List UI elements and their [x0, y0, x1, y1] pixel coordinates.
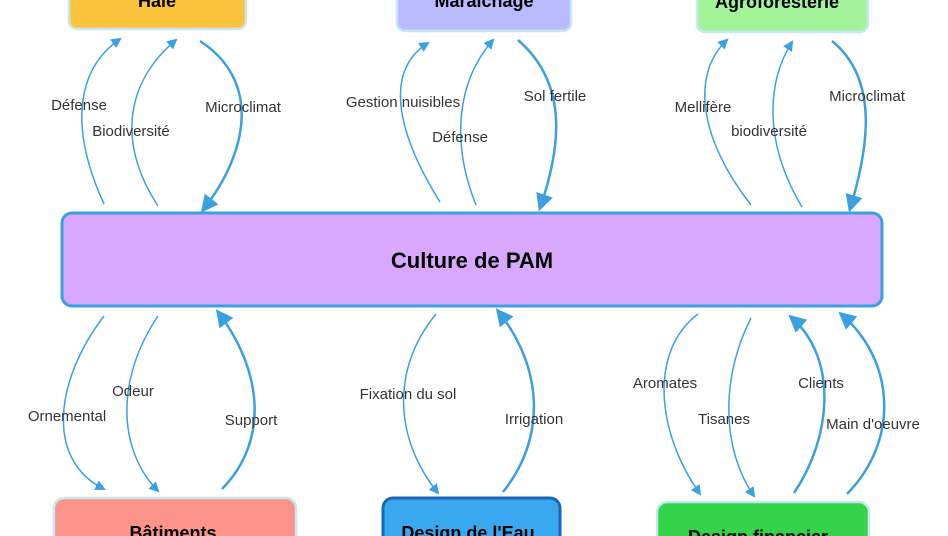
edge-label: Main d'oeuvre — [826, 416, 920, 433]
node-haie[interactable]: Haie — [67, 0, 248, 31]
edge-aromates — [663, 313, 702, 496]
edge-label: Sol fertile — [524, 88, 587, 105]
node-batiments-box — [52, 496, 298, 536]
edge-fixation-sol — [402, 313, 440, 495]
nodes: Haie Maraîchage Agroforesterie Culture d… — [52, 0, 884, 536]
edge-irrigation — [495, 308, 536, 493]
edge-ornemental — [62, 315, 106, 490]
node-label: Design de l'Eau — [401, 523, 534, 536]
edge-main-oeuvre — [838, 311, 886, 495]
edge-biodiversite-agro — [772, 40, 803, 208]
node-financier-box — [655, 500, 871, 536]
edge-label: Biodiversité — [92, 123, 170, 140]
edge-microclimat-haie — [199, 39, 243, 213]
node-financier[interactable]: Design financier — [655, 500, 871, 536]
edge-sol-fertile — [517, 39, 558, 212]
node-label: Haie — [138, 0, 176, 11]
node-maraichage[interactable]: Maraîchage — [395, 0, 573, 33]
edge-label: Irrigation — [505, 411, 563, 428]
edge-label: Défense — [432, 129, 488, 146]
edge-label: Clients — [798, 375, 844, 392]
node-eau-box — [381, 496, 562, 536]
edge-label: Microclimat — [829, 88, 906, 105]
edge-odeur — [126, 315, 160, 493]
node-maraichage-box — [395, 0, 573, 33]
edge-label: biodiversité — [731, 123, 807, 140]
edge-mellifere — [704, 38, 752, 206]
edge-tisanes — [728, 317, 756, 498]
edge-gestion-nuisibles — [399, 41, 441, 203]
edge-clients — [788, 314, 826, 494]
node-center-label: Culture de PAM — [391, 248, 553, 273]
node-batiments[interactable]: Bâtiments — [52, 496, 298, 536]
edge-label: Odeur — [112, 383, 154, 400]
edge-support — [215, 309, 256, 490]
edge-label: Support — [225, 412, 278, 429]
edge-label: Tisanes — [698, 411, 750, 428]
node-center[interactable]: Culture de PAM — [60, 211, 884, 308]
node-agroforesterie[interactable]: Agroforesterie — [695, 0, 870, 34]
node-label: Bâtiments — [129, 523, 216, 536]
edges — [62, 37, 886, 498]
edge-label: Défense — [51, 97, 107, 114]
edge-microclimat-agro — [831, 40, 867, 213]
edge-label: Ornemental — [28, 408, 106, 425]
edge-labels: Défense Biodiversité Microclimat Gestion… — [28, 88, 920, 433]
edge-label: Microclimat — [205, 99, 282, 116]
node-agroforesterie-box — [695, 0, 870, 34]
edge-label: Fixation du sol — [360, 386, 457, 403]
edge-biodiversite-haie — [131, 38, 178, 207]
node-haie-box — [67, 0, 248, 31]
edge-label: Mellifère — [675, 99, 732, 116]
edge-defense-haie — [81, 37, 122, 205]
node-center-box — [60, 211, 884, 308]
node-label: Design financier — [688, 527, 828, 536]
node-label: Maraîchage — [434, 0, 533, 11]
node-label: Agroforesterie — [715, 0, 839, 12]
node-eau[interactable]: Design de l'Eau — [381, 496, 562, 536]
edge-defense-maraichage — [460, 38, 495, 206]
edge-label: Aromates — [633, 375, 697, 392]
edge-label: Gestion nuisibles — [346, 94, 460, 111]
